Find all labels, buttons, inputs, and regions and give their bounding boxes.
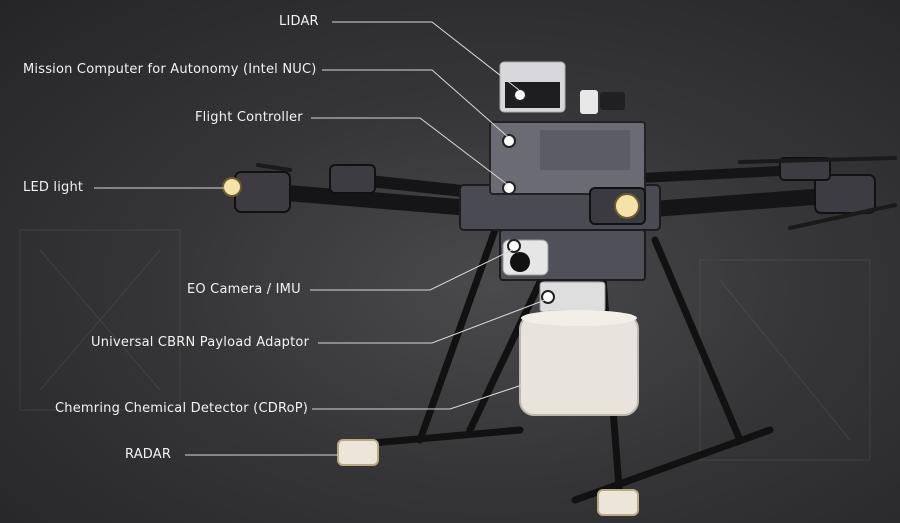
callout-chemical-detector: Chemring Chemical Detector (CDRoP) [55,401,309,416]
radar-units [337,439,639,516]
callout-mission-computer: Mission Computer for Autonomy (Intel NUC… [23,62,317,77]
propellers [256,156,897,230]
leader-mission-computer [322,69,509,138]
callout-eo-camera: EO Camera / IMU [187,282,301,297]
leader-payload-adaptor [318,299,546,344]
front-led [589,187,646,225]
leader-chemical-detector [312,384,523,410]
background-structure [19,229,871,461]
left-led [222,177,242,197]
leader-eo-camera [310,249,513,291]
leader-lidar [332,21,520,91]
callout-lidar: LIDAR [279,14,319,29]
chemical-detector-unit [519,310,639,416]
leader-lines [94,21,546,456]
callout-radar: RADAR [125,447,172,462]
leader-flight-controller [311,117,509,186]
callout-payload-adaptor: Universal CBRN Payload Adaptor [91,335,310,350]
callout-led-light: LED light [23,180,84,195]
callout-flight-controller: Flight Controller [195,110,303,125]
